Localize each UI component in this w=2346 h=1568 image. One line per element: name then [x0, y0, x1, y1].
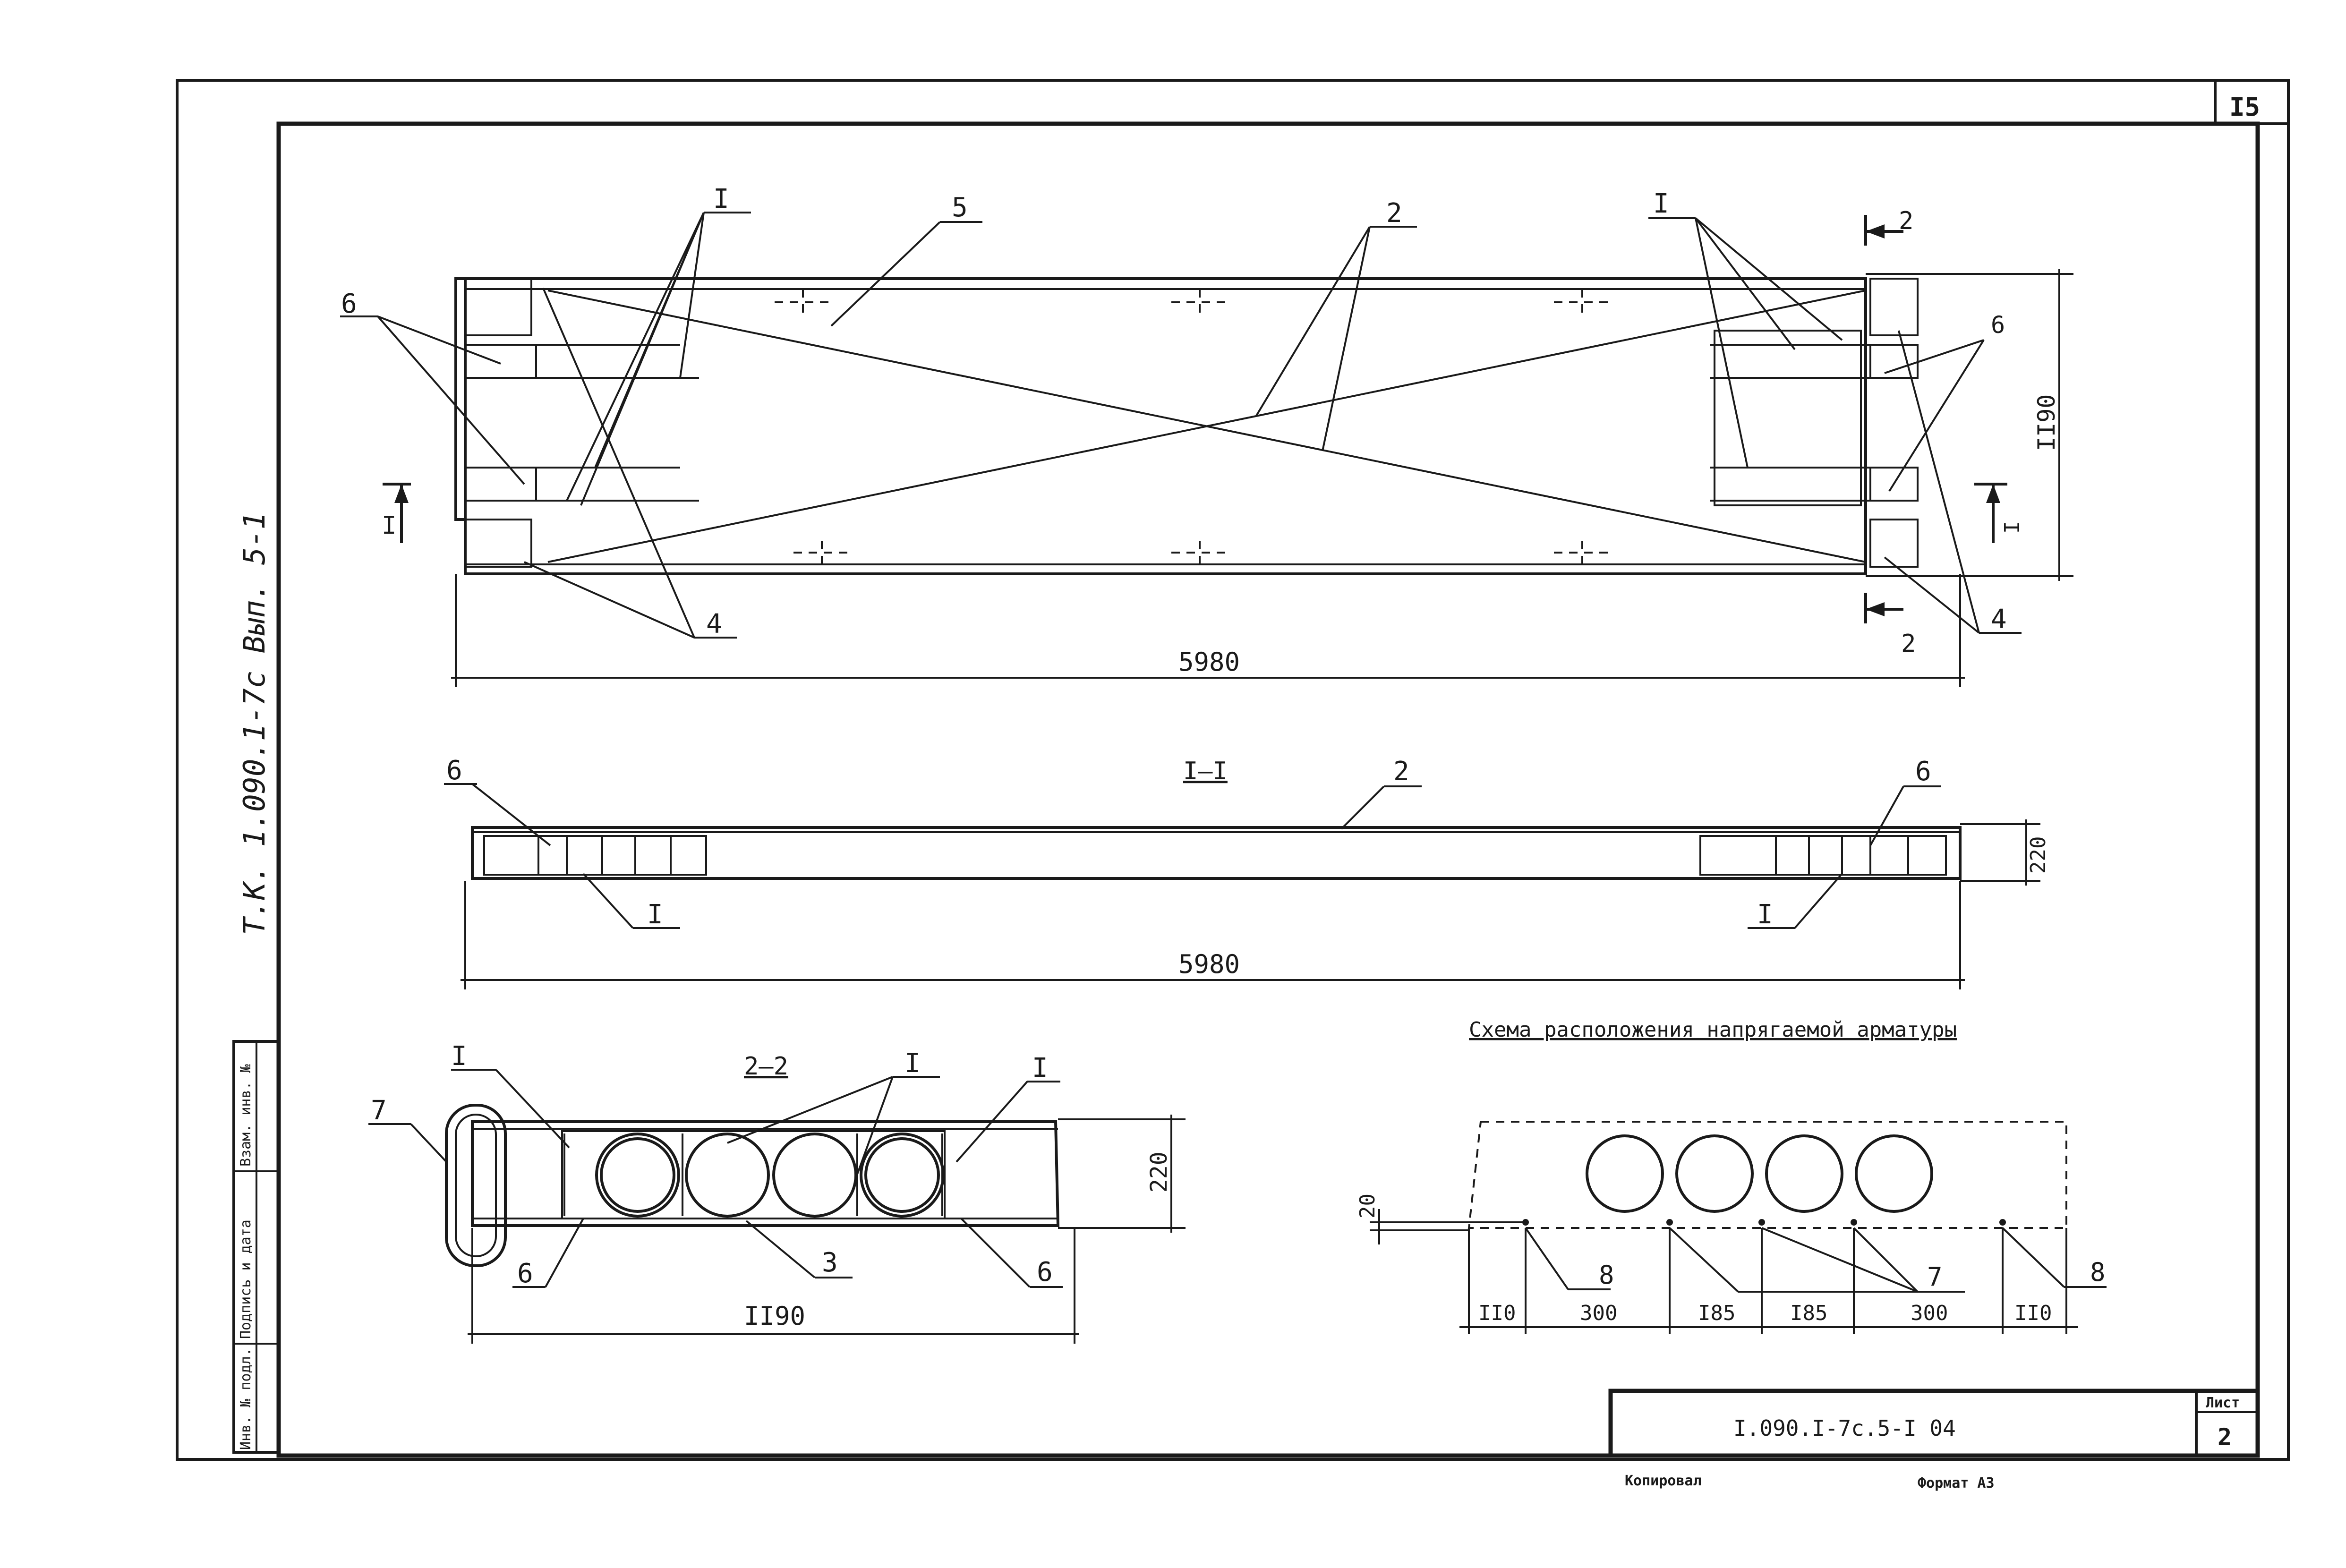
stamp-cell-inv: Инв. № подл. — [238, 1347, 254, 1450]
plan-callout-4-right: 4 — [1991, 604, 2007, 635]
strand-point-4 — [1851, 1219, 1857, 1226]
plan-callout-4-left: 4 — [706, 609, 722, 639]
paper-format: Формат А3 — [1918, 1475, 1995, 1491]
section-2-2: 2–2 I I I 7 6 3 — [368, 1041, 1186, 1344]
scheme-spacing-1: II0 — [1478, 1301, 1516, 1325]
page-number-box — [2214, 79, 2290, 125]
section-2-title: 2–2 — [744, 1052, 788, 1081]
scheme-callout-7: 7 — [1927, 1262, 1943, 1292]
scheme-spacing-5: 300 — [1911, 1301, 1948, 1325]
scheme-title: Схема расположения напрягаемой арматуры — [1469, 1018, 1957, 1042]
section-2-callout-6-right: 6 — [1037, 1257, 1053, 1287]
plan-callout-6-left: 6 — [341, 289, 357, 319]
reinforcement-scheme: Схема расположения напрягаемой арматуры … — [1356, 1018, 2107, 1334]
plan-section-mark-1-left: I — [382, 511, 396, 540]
plan-width-dim: II90 — [2033, 394, 2060, 451]
copied-by: Копировал — [1625, 1473, 1702, 1489]
section-1-callout-6-right: 6 — [1915, 756, 1931, 787]
scheme-spacing-6: II0 — [2014, 1301, 2052, 1325]
plan-callout-1-right: I — [1653, 188, 1669, 219]
plan-section-mark-1-right: I — [2000, 521, 2024, 534]
scheme-spacing-2: 300 — [1580, 1301, 1617, 1325]
outer-frame — [176, 79, 2290, 1461]
section-2-height-dim: 220 — [1146, 1151, 1172, 1193]
plan-callout-1-left: I — [713, 184, 729, 214]
section-2-callout-1-right: I — [1032, 1053, 1048, 1083]
scheme-spacing-4: I85 — [1790, 1301, 1827, 1325]
page-number: I5 — [2229, 92, 2260, 122]
side-note: Т.К. 1.090.1-7с Вып. 5-1 — [237, 512, 272, 935]
scheme-offset-dim: 20 — [1356, 1193, 1380, 1219]
scheme-callout-8-left: 8 — [1599, 1260, 1614, 1290]
stamp-cell-sign: Подпись и дата — [238, 1219, 254, 1339]
strand-point-3 — [1758, 1219, 1765, 1226]
section-2-callout-6-left: 6 — [517, 1258, 533, 1289]
title-block: I.090.I-7с.5-I 04 Лист 2 Копировал Форма… — [1608, 1389, 2260, 1491]
section-1-callout-1-left: I — [647, 899, 663, 930]
section-1-callout-6-left: 6 — [446, 755, 462, 786]
section-1-length-dim: 5980 — [1178, 949, 1240, 979]
section-2-width-dim: II90 — [744, 1301, 805, 1331]
section-1-callout-2: 2 — [1393, 756, 1409, 787]
section-1-title: I–I — [1183, 757, 1228, 785]
plan-length-dim: 5980 — [1178, 647, 1240, 677]
sheet-number: 2 — [2218, 1423, 2232, 1451]
doc-code: I.090.I-7с.5-I 04 — [1733, 1415, 1956, 1441]
stamp-cell-replace: Взам. инв. № — [238, 1064, 254, 1167]
plan-section-mark-2-top: 2 — [1899, 207, 1913, 235]
section-1-height-dim: 220 — [2026, 836, 2050, 874]
plan-callout-5: 5 — [952, 192, 968, 223]
plan-section-mark-2-bottom: 2 — [1901, 630, 1916, 658]
section-2-callout-1-mid: I — [904, 1048, 921, 1079]
section-2-callout-1-left: I — [451, 1041, 467, 1072]
sheet-label: Лист — [2206, 1395, 2240, 1411]
scheme-callout-8-right: 8 — [2090, 1257, 2106, 1287]
plan-callout-2: 2 — [1386, 198, 1402, 229]
inner-frame — [276, 121, 2260, 1458]
plan-callout-6-right: 6 — [1991, 311, 2005, 339]
section-2-callout-3: 3 — [822, 1247, 838, 1278]
section-2-callout-7: 7 — [371, 1095, 387, 1126]
strand-point-2 — [1666, 1219, 1673, 1226]
section-1-1: I–I 6 2 6 I I 220 — [444, 755, 2050, 989]
section-1-callout-1-right: I — [1757, 899, 1773, 930]
strand-point-5 — [1999, 1219, 2006, 1226]
binding-stamp: Инв. № подл. Подпись и дата Взам. инв. № — [232, 1040, 280, 1454]
scheme-spacing-3: I85 — [1698, 1301, 1735, 1325]
plan-view: I 5 2 I 6 6 4 4 — [340, 184, 2073, 687]
